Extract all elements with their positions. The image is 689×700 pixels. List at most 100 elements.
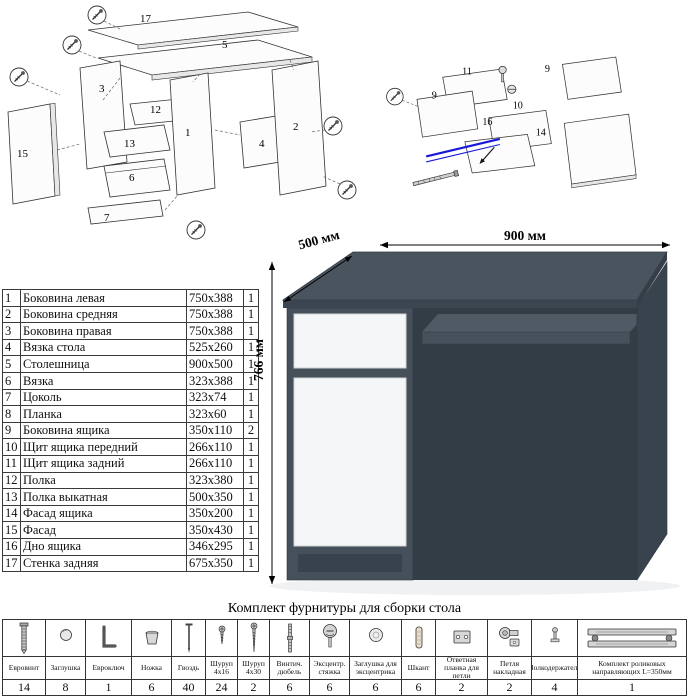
screw-callout-icon (62, 35, 82, 55)
hardware-name: Ножка (132, 657, 171, 680)
desk-top (281, 251, 668, 301)
confirmat-screw-icon (412, 169, 460, 187)
hardware-item: Эксцентр. стяжка 6 (309, 620, 349, 695)
hardware-qty: 24 (215, 680, 228, 694)
part-name: Боковина правая (20, 322, 187, 340)
part-num: 13 (2, 488, 21, 506)
door-front (293, 377, 407, 547)
part-size: 525x260 (186, 338, 244, 357)
plinth (298, 554, 402, 572)
part-num: 2 (2, 305, 21, 324)
part-label: 7 (104, 212, 110, 224)
hardware-name: Евровинт (3, 657, 45, 680)
hardware-item: Винтич. дюбель 6 (269, 620, 309, 695)
hardware-qty: 2 (250, 680, 257, 694)
hardware-qty: 4 (551, 680, 558, 694)
part-size: 750x388 (186, 289, 244, 307)
hinge-plate-icon (436, 620, 487, 658)
part-label: 4 (259, 138, 265, 150)
hardware-item: Шуруп 4x16 24 (205, 620, 237, 695)
part-num: 15 (2, 521, 21, 539)
part-name: Вязка (20, 371, 187, 390)
hardware-name: Комплект роликовых направляющих L=350мм (578, 657, 686, 680)
keyboard-tray (422, 314, 646, 332)
shelf-support-icon (532, 620, 577, 658)
part-name: Щит ящика задний (20, 454, 187, 473)
screw-callout-icon (386, 87, 404, 106)
part-size: 675x350 (186, 554, 244, 573)
part-size: 323x388 (186, 371, 244, 390)
part-size: 346x295 (186, 537, 244, 556)
part-num: 11 (2, 454, 21, 473)
hardware-item: Евровинт 14 (3, 620, 45, 695)
desk-right-side (636, 260, 668, 582)
part-size: 500x350 (186, 488, 244, 506)
hardware-qty: 2 (506, 680, 513, 694)
part-num: 7 (2, 388, 21, 407)
screw-callout-icon (9, 67, 29, 87)
part-size: 350x200 (186, 504, 244, 523)
part-name: Планка (20, 405, 187, 423)
hardware-name: Гвоздь (172, 657, 205, 680)
part-label: 5 (222, 39, 228, 51)
exploded-view-drawer: 11 9 9 10 16 14 (386, 56, 637, 189)
depth-dimension: 500 мм (297, 228, 341, 252)
part-num: 3 (2, 322, 21, 340)
part-qty: 1 (243, 388, 259, 407)
part-num: 4 (2, 338, 21, 357)
part-name: Боковина ящика (20, 421, 187, 440)
part-label: 10 (513, 101, 523, 112)
hardware-qty: 8 (62, 680, 69, 694)
part-num: 5 (2, 355, 21, 373)
wooden-dowel-icon (402, 620, 435, 658)
part-label: 6 (129, 172, 135, 184)
hardware-name: Ответная планка для петли (436, 657, 487, 680)
hardware-name: Заглушка для эксцентрика (350, 657, 401, 680)
hardware-item: Полкодержатель 4 (531, 620, 577, 695)
part-num: 9 (2, 421, 21, 440)
screw-callout-icon (337, 180, 357, 200)
width-dimension: 900 мм (504, 228, 546, 243)
part-num: 14 (2, 504, 21, 523)
part-size: 323x74 (186, 388, 244, 407)
part-name: Боковина средняя (20, 305, 187, 324)
part-size: 323x380 (186, 471, 244, 490)
part-size: 266x110 (186, 438, 244, 456)
part-size: 266x110 (186, 454, 244, 473)
plug-cap-icon (46, 620, 85, 658)
part-size: 900x500 (186, 355, 244, 373)
hardware-item: Ножка 6 (131, 620, 171, 695)
part-name: Фасад ящика (20, 504, 187, 523)
screw-callout-icon (87, 5, 107, 25)
part-name: Вязка стола (20, 338, 187, 357)
part-qty: 2 (243, 421, 259, 440)
hardware-item: Шкант 6 (401, 620, 435, 695)
part-num: 12 (2, 471, 21, 490)
part-num: 17 (2, 554, 21, 573)
hardware-name: Петля накладная (488, 657, 531, 680)
hardware-name: Шуруп 4x30 (238, 657, 269, 680)
screw-callout-icon (186, 220, 206, 240)
hardware-kit-title: Комплект фурнитуры для сборки стола (227, 601, 462, 616)
part-label: 3 (99, 83, 105, 95)
part-name: Полка (20, 471, 187, 490)
hardware-item: Ответная планка для петли 2 (435, 620, 487, 695)
hardware-item: Гвоздь 40 (171, 620, 205, 695)
part-label: 13 (124, 138, 136, 150)
hardware-name: Винтич. дюбель (270, 657, 309, 680)
hardware-qty: 2 (458, 680, 465, 694)
cam-lock-icon (310, 620, 349, 658)
part-name: Боковина левая (20, 289, 187, 307)
part-num: 10 (2, 438, 21, 456)
hardware-qty: 40 (182, 680, 195, 694)
screw-short-icon (206, 620, 237, 658)
cam-cover-icon (350, 620, 401, 658)
hardware-table: Евровинт 14 Заглушка 8 Евроключ 1 Ножка … (2, 619, 687, 696)
